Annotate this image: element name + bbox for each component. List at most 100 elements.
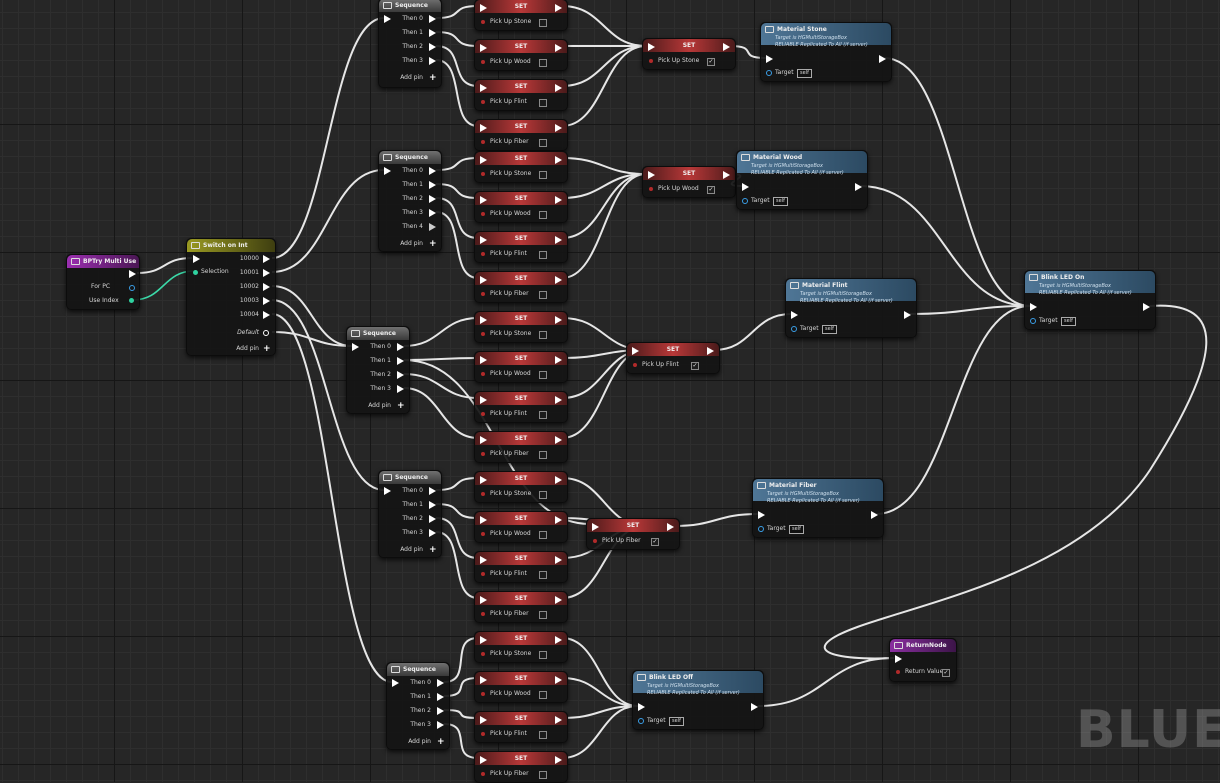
case-exec-out[interactable] xyxy=(263,269,270,277)
exec-wire[interactable] xyxy=(883,57,1031,307)
bool-pin[interactable] xyxy=(481,100,485,104)
return-value-checkbox[interactable]: ✓ xyxy=(942,669,950,677)
target-pin[interactable] xyxy=(758,526,764,532)
then-exec-out[interactable] xyxy=(437,693,444,701)
exec-wire[interactable] xyxy=(271,299,385,491)
set-exec-out[interactable] xyxy=(667,523,674,531)
bool-checkbox[interactable] xyxy=(539,571,547,579)
add-pin-icon[interactable]: + xyxy=(429,545,437,555)
bool-pin[interactable] xyxy=(481,172,485,176)
exec-wire[interactable] xyxy=(435,517,479,559)
function-exec-out[interactable] xyxy=(879,55,886,63)
bool-pin[interactable] xyxy=(481,140,485,144)
bool-pin[interactable] xyxy=(481,532,485,536)
then-exec-out[interactable] xyxy=(429,167,436,175)
exec-wire[interactable] xyxy=(403,357,479,361)
selection-pin[interactable] xyxy=(193,270,198,275)
set-exec-out[interactable] xyxy=(555,676,562,684)
sequence-exec-in[interactable] xyxy=(384,487,391,495)
then-exec-out[interactable] xyxy=(429,223,436,231)
exec-wire[interactable] xyxy=(435,183,479,199)
exec-wire[interactable] xyxy=(435,477,479,491)
bool-pin[interactable] xyxy=(481,692,485,696)
bool-checkbox[interactable]: ✓ xyxy=(707,186,715,194)
set-exec-in[interactable] xyxy=(480,124,487,132)
exec-wire[interactable] xyxy=(561,5,647,47)
set-exec-in[interactable] xyxy=(632,347,639,355)
set-exec-out[interactable] xyxy=(555,84,562,92)
set-exec-in[interactable] xyxy=(480,316,487,324)
bool-pin[interactable] xyxy=(633,363,637,367)
add-pin-icon[interactable]: + xyxy=(437,737,445,747)
set-exec-out[interactable] xyxy=(555,196,562,204)
set-exec-in[interactable] xyxy=(480,236,487,244)
bool-pin[interactable] xyxy=(481,412,485,416)
bool-checkbox[interactable] xyxy=(539,211,547,219)
case-exec-out[interactable] xyxy=(263,255,270,263)
function-exec-out[interactable] xyxy=(751,703,758,711)
exec-wire[interactable] xyxy=(435,157,479,171)
set-exec-in[interactable] xyxy=(480,4,487,12)
set-exec-out[interactable] xyxy=(555,356,562,364)
self-value[interactable]: self xyxy=(822,325,837,334)
exec-wire[interactable] xyxy=(561,157,647,175)
case-exec-out[interactable] xyxy=(263,297,270,305)
bool-checkbox[interactable] xyxy=(539,411,547,419)
set-exec-in[interactable] xyxy=(480,396,487,404)
exec-wire[interactable] xyxy=(435,503,479,519)
set-exec-in[interactable] xyxy=(480,676,487,684)
exec-wire[interactable] xyxy=(443,723,479,759)
case-exec-out[interactable] xyxy=(263,283,270,291)
bool-pin[interactable] xyxy=(481,732,485,736)
target-pin[interactable] xyxy=(791,326,797,332)
bool-checkbox[interactable] xyxy=(539,371,547,379)
set-exec-in[interactable] xyxy=(480,436,487,444)
then-exec-out[interactable] xyxy=(429,209,436,217)
bool-checkbox[interactable] xyxy=(539,19,547,27)
bool-pin[interactable] xyxy=(593,539,597,543)
bool-checkbox[interactable] xyxy=(539,139,547,147)
bool-pin[interactable] xyxy=(481,612,485,616)
exec-wire[interactable] xyxy=(561,173,647,199)
exec-wire[interactable] xyxy=(435,5,479,19)
exec-wire[interactable] xyxy=(561,637,639,707)
set-exec-in[interactable] xyxy=(480,716,487,724)
then-exec-out[interactable] xyxy=(437,721,444,729)
bool-pin[interactable] xyxy=(481,292,485,296)
then-exec-out[interactable] xyxy=(429,487,436,495)
exec-wire[interactable] xyxy=(271,169,385,273)
exec-wire[interactable] xyxy=(271,331,353,347)
add-pin-icon[interactable]: + xyxy=(429,239,437,249)
then-exec-out[interactable] xyxy=(397,385,404,393)
then-exec-out[interactable] xyxy=(429,29,436,37)
exec-wire[interactable] xyxy=(561,173,647,239)
bool-pin[interactable] xyxy=(481,772,485,776)
exec-wire[interactable] xyxy=(132,270,195,301)
function-exec-out[interactable] xyxy=(904,311,911,319)
exec-wire[interactable] xyxy=(443,709,479,719)
then-exec-out[interactable] xyxy=(429,15,436,23)
self-value[interactable]: self xyxy=(797,69,812,78)
set-exec-in[interactable] xyxy=(480,196,487,204)
set-exec-in[interactable] xyxy=(480,156,487,164)
then-exec-out[interactable] xyxy=(397,343,404,351)
then-exec-out[interactable] xyxy=(429,515,436,523)
exec-wire[interactable] xyxy=(435,31,479,47)
then-exec-out[interactable] xyxy=(429,501,436,509)
bool-checkbox[interactable]: ✓ xyxy=(651,538,659,546)
function-exec-in[interactable] xyxy=(791,311,798,319)
